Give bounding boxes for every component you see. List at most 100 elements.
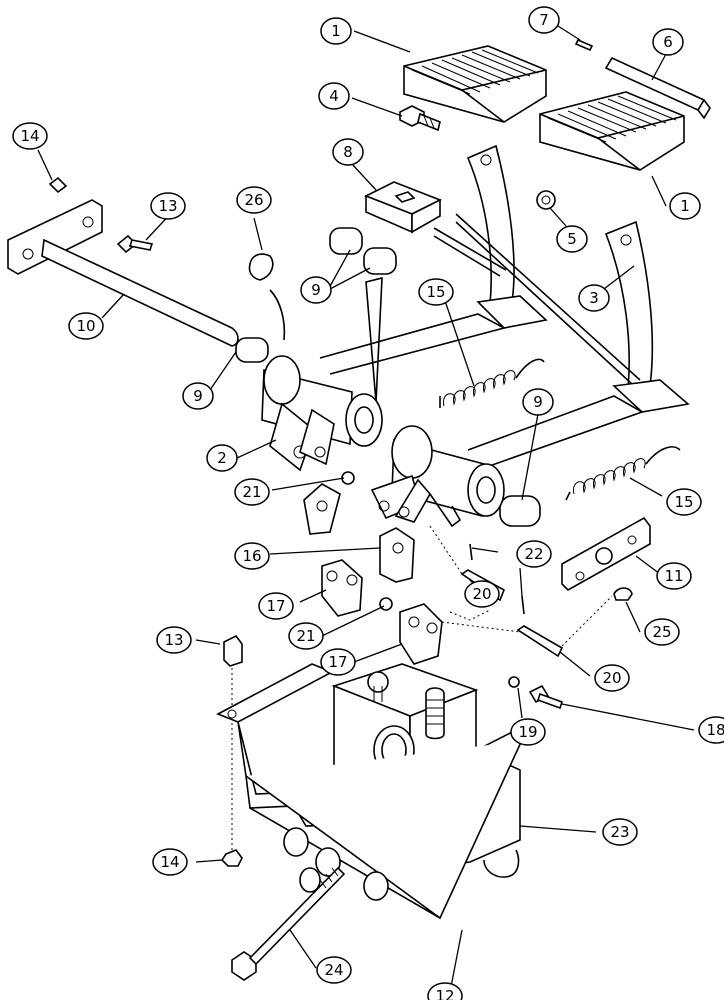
callout-label: 7 bbox=[539, 11, 549, 29]
bolt bbox=[399, 105, 441, 132]
callout-label: 17 bbox=[266, 597, 285, 615]
pedal-pad-upper bbox=[403, 45, 547, 123]
callout-1: 1 bbox=[320, 17, 352, 45]
callout-7: 7 bbox=[528, 6, 560, 34]
callout-13: 13 bbox=[156, 626, 192, 654]
callout-label: 1 bbox=[331, 22, 341, 40]
clevis-pin-lower bbox=[516, 625, 564, 658]
callout-label: 1 bbox=[680, 197, 690, 215]
callout-13: 13 bbox=[150, 192, 186, 220]
callout-label: 16 bbox=[242, 547, 261, 565]
nut-upper bbox=[48, 176, 68, 194]
link-plate bbox=[604, 56, 711, 120]
callout-label: 14 bbox=[20, 127, 39, 145]
callout-21: 21 bbox=[288, 622, 324, 650]
callout-4: 4 bbox=[318, 82, 350, 110]
pedal-stop-block bbox=[364, 181, 442, 234]
callout-label: 22 bbox=[524, 545, 543, 563]
bolt-lower bbox=[223, 634, 243, 667]
callout-label: 17 bbox=[328, 653, 347, 671]
callout-8: 8 bbox=[332, 138, 364, 166]
pedal-hub-left bbox=[261, 355, 383, 472]
mounting-bracket bbox=[216, 663, 530, 920]
callout-16: 16 bbox=[234, 542, 270, 570]
cotter-pins bbox=[469, 543, 525, 615]
callout-26: 26 bbox=[236, 186, 272, 214]
pedal-hub-right bbox=[370, 425, 505, 528]
pedal-pad-lower bbox=[539, 91, 685, 171]
callout-label: 18 bbox=[706, 721, 724, 739]
callout-18: 18 bbox=[698, 716, 724, 744]
callout-21: 21 bbox=[234, 478, 270, 506]
callout-label: 19 bbox=[518, 723, 537, 741]
callout-label: 9 bbox=[311, 281, 321, 299]
callout-6: 6 bbox=[652, 28, 684, 56]
callout-12: 12 bbox=[427, 982, 463, 1004]
clevis-link-upper bbox=[303, 483, 415, 583]
callout-label: 25 bbox=[652, 623, 671, 641]
callout-label: 13 bbox=[158, 197, 177, 215]
nut-lower bbox=[220, 849, 243, 867]
return-spring-lower bbox=[565, 446, 681, 501]
callout-label: 4 bbox=[329, 87, 339, 105]
callout-label: 14 bbox=[160, 853, 179, 871]
callout-11: 11 bbox=[656, 562, 692, 590]
callout-23: 23 bbox=[602, 818, 638, 846]
callout-14: 14 bbox=[12, 122, 48, 150]
callout-3: 3 bbox=[578, 284, 610, 312]
washer-lower bbox=[379, 597, 393, 611]
clevis-yoke-center bbox=[399, 603, 443, 665]
callout-label: 5 bbox=[567, 230, 577, 248]
callout-label: 20 bbox=[602, 669, 621, 687]
callout-label: 24 bbox=[324, 961, 343, 979]
callout-17: 17 bbox=[320, 648, 356, 676]
return-spring-upper bbox=[439, 358, 545, 408]
callout-20: 20 bbox=[594, 664, 630, 692]
bushing-right bbox=[499, 495, 541, 527]
callout-10: 10 bbox=[68, 312, 104, 340]
callout-label: 3 bbox=[589, 289, 599, 307]
callout-label: 2 bbox=[217, 449, 227, 467]
pedal-arm-right bbox=[467, 220, 690, 471]
callout-9: 9 bbox=[522, 388, 554, 416]
bracket-plate bbox=[561, 516, 651, 591]
callout-label: 13 bbox=[164, 631, 183, 649]
callout-14: 14 bbox=[152, 848, 188, 876]
callout-9: 9 bbox=[300, 276, 332, 304]
callout-9: 9 bbox=[182, 382, 214, 410]
callout-22: 22 bbox=[516, 540, 552, 568]
callout-2: 2 bbox=[206, 444, 238, 472]
long-bolt bbox=[231, 866, 346, 981]
guide-strip-upper bbox=[433, 227, 507, 277]
bolt-upper bbox=[116, 234, 154, 254]
callout-15: 15 bbox=[666, 488, 702, 516]
callout-15: 15 bbox=[418, 278, 454, 306]
pedal-arm-left bbox=[319, 144, 548, 375]
callout-label: 23 bbox=[610, 823, 629, 841]
callout-5: 5 bbox=[556, 225, 588, 253]
snap-ring-arc bbox=[269, 289, 286, 341]
leader-lines bbox=[37, 25, 695, 993]
callout-label: 9 bbox=[533, 393, 543, 411]
callout-label: 20 bbox=[472, 585, 491, 603]
bushing-nut bbox=[613, 587, 633, 601]
callout-label: 11 bbox=[664, 567, 683, 585]
callout-label: 10 bbox=[76, 317, 95, 335]
callout-25: 25 bbox=[644, 618, 680, 646]
callout-label: 8 bbox=[343, 143, 353, 161]
callout-label: 21 bbox=[242, 483, 261, 501]
cotter-pin bbox=[574, 38, 594, 52]
callout-20: 20 bbox=[464, 580, 500, 608]
callout-label: 15 bbox=[426, 283, 445, 301]
snap-ring bbox=[248, 253, 274, 281]
callout-label: 6 bbox=[663, 33, 673, 51]
guide-strip-lower bbox=[455, 213, 641, 385]
callout-1: 1 bbox=[669, 192, 701, 220]
callout-label: 9 bbox=[193, 387, 203, 405]
bushing-left bbox=[235, 337, 269, 363]
hidden-lines bbox=[429, 525, 613, 647]
lock-nut bbox=[536, 190, 556, 210]
